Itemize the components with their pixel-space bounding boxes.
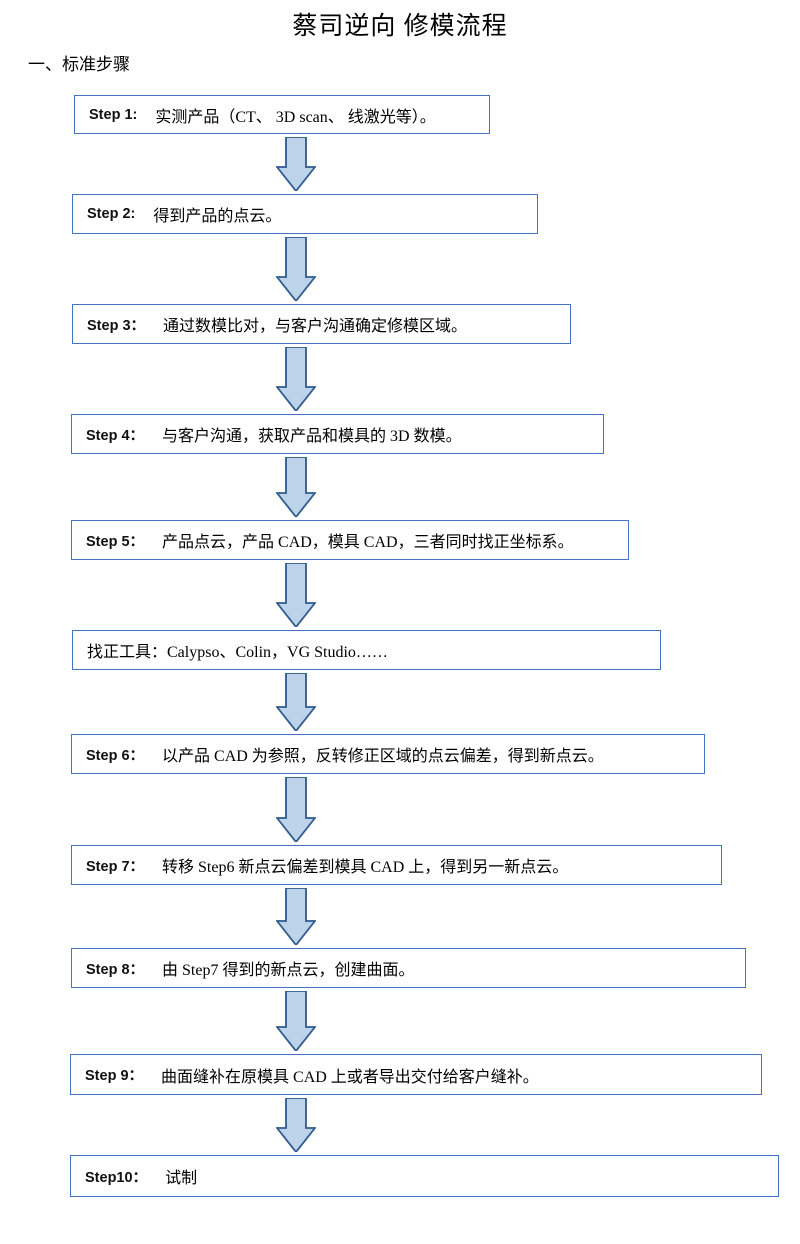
flow-node-tools[interactable]: 找正工具：Calypso、Colin，VG Studio…… bbox=[72, 630, 661, 670]
flow-node-step1[interactable]: Step 1: 实测产品（CT、 3D scan、 线激光等）。 bbox=[74, 95, 490, 134]
down-arrow-icon bbox=[276, 991, 316, 1051]
flow-node-text: 转移 Step6 新点云偏差到模具 CAD 上，得到另一新点云。 bbox=[162, 859, 569, 876]
flow-node-step-label: Step 2: bbox=[87, 206, 136, 222]
flow-node-step-label: Step 3： bbox=[87, 317, 146, 334]
flow-node-text: 由 Step7 得到的新点云，创建曲面。 bbox=[162, 962, 415, 979]
section-heading: 一、标准步骤 bbox=[28, 55, 130, 74]
flow-node-text: 产品点云，产品 CAD，模具 CAD，三者同时找正坐标系。 bbox=[162, 534, 574, 551]
flow-node-step-label: Step 9： bbox=[85, 1068, 144, 1084]
flow-node-text: 试制 bbox=[165, 1170, 198, 1187]
flow-node-text: 找正工具：Calypso、Colin，VG Studio…… bbox=[87, 644, 388, 661]
flow-node-step8[interactable]: Step 8： 由 Step7 得到的新点云，创建曲面。 bbox=[71, 948, 746, 988]
flow-node-step4[interactable]: Step 4： 与客户沟通，获取产品和模具的 3D 数模。 bbox=[71, 414, 604, 454]
flow-node-step10[interactable]: Step10： 试制 bbox=[70, 1155, 779, 1197]
down-arrow-icon bbox=[276, 563, 316, 627]
flow-node-text: 曲面缝补在原模具 CAD 上或者导出交付给客户缝补。 bbox=[161, 1068, 539, 1086]
page-title: 蔡司逆向 修模流程 bbox=[292, 13, 508, 40]
flow-node-text: 以产品 CAD 为参照，反转修正区域的点云偏差，得到新点云。 bbox=[162, 748, 604, 765]
flow-node-step-label: Step 5： bbox=[86, 533, 145, 550]
flow-node-step-label: Step 1: bbox=[89, 106, 138, 123]
flow-node-text: 通过数模比对，与客户沟通确定修模区域。 bbox=[163, 318, 468, 335]
flow-node-step-label: Step10： bbox=[85, 1169, 148, 1186]
down-arrow-icon bbox=[276, 137, 316, 191]
flow-node-step9[interactable]: Step 9： 曲面缝补在原模具 CAD 上或者导出交付给客户缝补。 bbox=[70, 1054, 762, 1095]
down-arrow-icon bbox=[276, 347, 316, 411]
down-arrow-icon bbox=[276, 457, 316, 517]
flow-node-text: 与客户沟通，获取产品和模具的 3D 数模。 bbox=[162, 428, 462, 445]
flow-node-step-label: Step 4： bbox=[86, 427, 145, 444]
flow-node-step5[interactable]: Step 5： 产品点云，产品 CAD，模具 CAD，三者同时找正坐标系。 bbox=[71, 520, 629, 560]
down-arrow-icon bbox=[276, 1098, 316, 1152]
flow-node-text: 得到产品的点云。 bbox=[153, 208, 282, 225]
flow-node-step-label: Step 8： bbox=[86, 961, 145, 978]
down-arrow-icon bbox=[276, 237, 316, 301]
flow-node-step6[interactable]: Step 6： 以产品 CAD 为参照，反转修正区域的点云偏差，得到新点云。 bbox=[71, 734, 705, 774]
flow-node-text: 实测产品（CT、 3D scan、 线激光等）。 bbox=[155, 108, 436, 126]
flow-node-step2[interactable]: Step 2: 得到产品的点云。 bbox=[72, 194, 538, 234]
flow-node-step-label: Step 7： bbox=[86, 858, 145, 875]
flow-node-step3[interactable]: Step 3： 通过数模比对，与客户沟通确定修模区域。 bbox=[72, 304, 571, 344]
down-arrow-icon bbox=[276, 673, 316, 731]
down-arrow-icon bbox=[276, 777, 316, 842]
flow-node-step-label: Step 6： bbox=[86, 747, 145, 764]
flow-node-step7[interactable]: Step 7： 转移 Step6 新点云偏差到模具 CAD 上，得到另一新点云。 bbox=[71, 845, 722, 885]
down-arrow-icon bbox=[276, 888, 316, 945]
